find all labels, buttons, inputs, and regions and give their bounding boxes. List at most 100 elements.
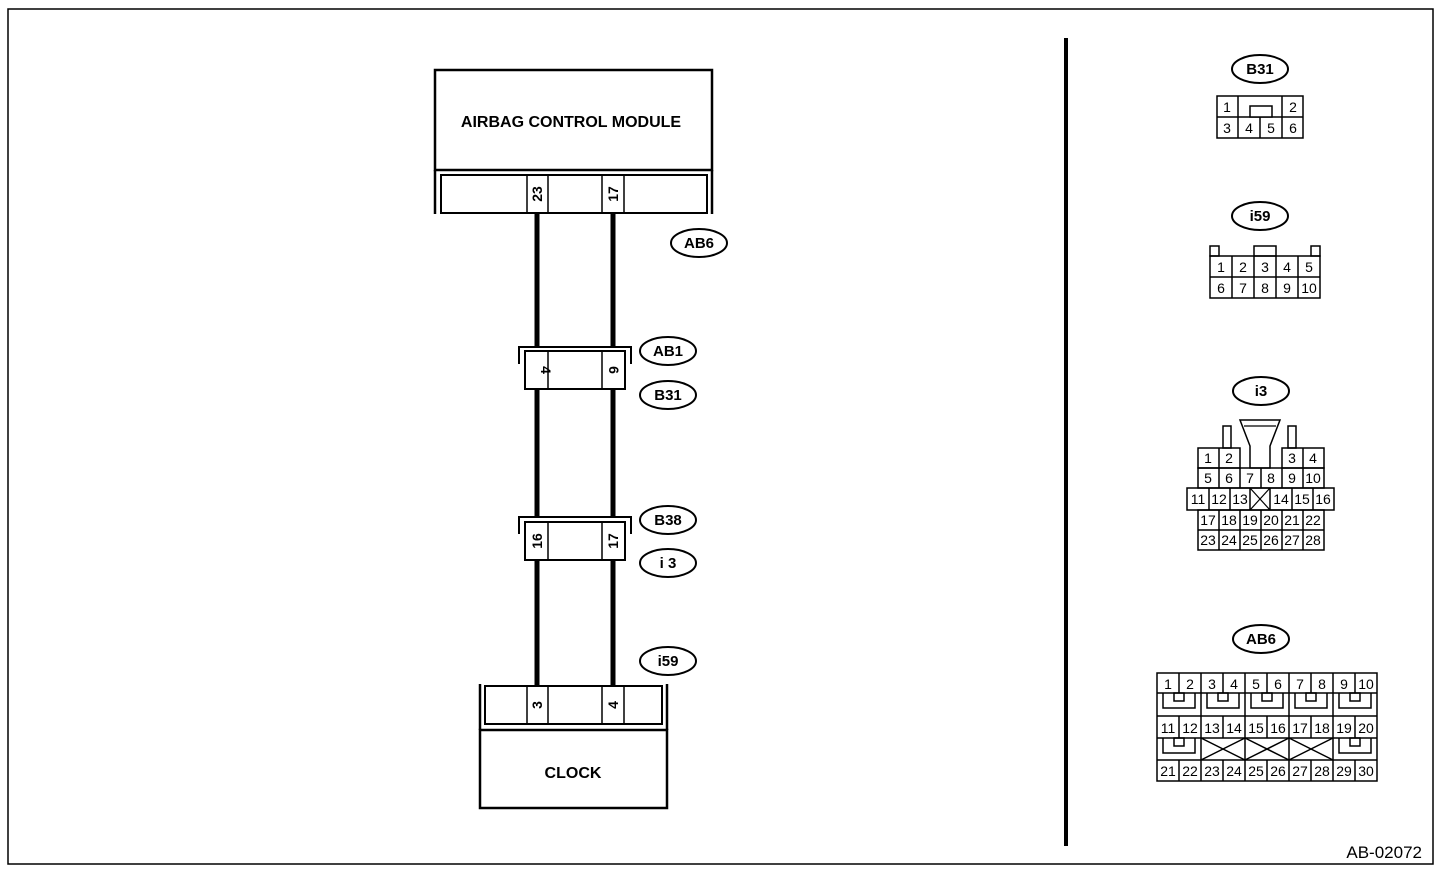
face-b31-tag: B31 (1246, 61, 1274, 78)
clock-pin-4: 4 (605, 701, 621, 709)
svg-text:1: 1 (1217, 259, 1225, 275)
svg-text:27: 27 (1284, 532, 1300, 548)
connector-ab1-b31: 4 6 (518, 346, 632, 390)
svg-text:AB1: AB1 (653, 343, 683, 360)
svg-text:2: 2 (1239, 259, 1247, 275)
svg-text:16: 16 (1315, 491, 1331, 507)
svg-text:26: 26 (1270, 763, 1286, 779)
svg-text:28: 28 (1305, 532, 1321, 548)
svg-text:5: 5 (1267, 120, 1275, 136)
ab1-pin-6: 6 (606, 366, 622, 374)
svg-text:18: 18 (1221, 512, 1237, 528)
svg-text:20: 20 (1263, 512, 1279, 528)
svg-text:5: 5 (1252, 676, 1260, 692)
svg-text:2: 2 (1186, 676, 1194, 692)
svg-text:28: 28 (1314, 763, 1330, 779)
svg-text:12: 12 (1182, 720, 1198, 736)
svg-text:B38: B38 (654, 512, 682, 529)
svg-text:12: 12 (1211, 491, 1227, 507)
svg-text:9: 9 (1340, 676, 1348, 692)
svg-text:4: 4 (1245, 120, 1253, 136)
face-ab6: AB6 (1156, 624, 1378, 782)
svg-text:3: 3 (1261, 259, 1269, 275)
svg-text:7: 7 (1296, 676, 1304, 692)
b38-pin-17: 17 (605, 533, 621, 549)
face-ab6-tag: AB6 (1246, 631, 1276, 648)
svg-text:8: 8 (1261, 280, 1269, 296)
airbag-control-module: AIRBAG CONTROL MODULE 23 17 (433, 68, 714, 214)
svg-text:14: 14 (1273, 491, 1289, 507)
face-i59: i59 1 2 3 4 5 6 7 8 9 10 (1209, 201, 1321, 299)
svg-text:16: 16 (1270, 720, 1286, 736)
tag-i59: i59 (639, 646, 697, 676)
svg-text:7: 7 (1246, 470, 1254, 486)
connector-b38-i3: 16 17 (518, 516, 632, 561)
svg-text:30: 30 (1358, 763, 1374, 779)
face-b31: B31 1 2 3 4 5 6 (1216, 54, 1304, 139)
svg-text:11: 11 (1161, 720, 1176, 736)
acm-pin-23: 23 (529, 186, 545, 202)
svg-text:2: 2 (1289, 99, 1297, 115)
svg-text:10: 10 (1358, 676, 1374, 692)
svg-text:10: 10 (1301, 280, 1317, 296)
svg-text:14: 14 (1226, 720, 1242, 736)
svg-text:21: 21 (1284, 512, 1300, 528)
svg-text:i59: i59 (658, 653, 679, 670)
svg-text:4: 4 (1230, 676, 1238, 692)
tag-ab6: AB6 (670, 228, 728, 258)
svg-text:5: 5 (1204, 470, 1212, 486)
svg-text:25: 25 (1242, 532, 1258, 548)
svg-text:19: 19 (1336, 720, 1352, 736)
svg-text:23: 23 (1204, 763, 1220, 779)
svg-text:22: 22 (1182, 763, 1198, 779)
face-i59-tag: i59 (1250, 208, 1271, 225)
figure-id: AB-02072 (1346, 843, 1422, 862)
svg-text:17: 17 (1292, 720, 1308, 736)
svg-text:15: 15 (1294, 491, 1310, 507)
svg-text:1: 1 (1223, 99, 1231, 115)
svg-text:29: 29 (1336, 763, 1352, 779)
acm-pin-17: 17 (605, 186, 621, 202)
svg-text:17: 17 (1200, 512, 1216, 528)
face-i3: i3 1 2 3 4 5 6 7 8 9 10 (1186, 376, 1335, 551)
svg-text:4: 4 (1283, 259, 1291, 275)
svg-text:18: 18 (1314, 720, 1330, 736)
svg-text:24: 24 (1221, 532, 1237, 548)
svg-text:3: 3 (1208, 676, 1216, 692)
svg-text:1: 1 (1164, 676, 1172, 692)
svg-text:21: 21 (1160, 763, 1176, 779)
svg-text:10: 10 (1305, 470, 1321, 486)
svg-text:8: 8 (1267, 470, 1275, 486)
svg-text:AB6: AB6 (684, 235, 714, 252)
svg-text:23: 23 (1200, 532, 1216, 548)
svg-text:i 3: i 3 (660, 555, 677, 572)
svg-text:B31: B31 (654, 387, 682, 404)
svg-text:22: 22 (1305, 512, 1321, 528)
svg-text:8: 8 (1318, 676, 1326, 692)
svg-text:5: 5 (1305, 259, 1313, 275)
svg-text:9: 9 (1283, 280, 1291, 296)
svg-text:15: 15 (1248, 720, 1264, 736)
ab1-pin-4: 4 (538, 366, 554, 374)
clock-pin-3: 3 (529, 701, 545, 709)
svg-text:19: 19 (1242, 512, 1258, 528)
svg-text:9: 9 (1288, 470, 1296, 486)
svg-text:7: 7 (1239, 280, 1247, 296)
tag-b31: B31 (639, 380, 697, 410)
outer-frame (7, 8, 1434, 865)
svg-text:24: 24 (1226, 763, 1242, 779)
svg-text:25: 25 (1248, 763, 1264, 779)
svg-text:3: 3 (1288, 450, 1296, 466)
svg-text:13: 13 (1204, 720, 1220, 736)
svg-text:11: 11 (1191, 491, 1206, 507)
clock-label: CLOCK (545, 765, 602, 782)
svg-text:20: 20 (1358, 720, 1374, 736)
clock-module: CLOCK 3 4 (478, 684, 669, 810)
svg-text:3: 3 (1223, 120, 1231, 136)
tag-b38: B38 (639, 505, 697, 535)
svg-text:6: 6 (1225, 470, 1233, 486)
svg-text:2: 2 (1225, 450, 1233, 466)
tag-i3: i 3 (639, 548, 697, 578)
svg-text:13: 13 (1232, 491, 1248, 507)
